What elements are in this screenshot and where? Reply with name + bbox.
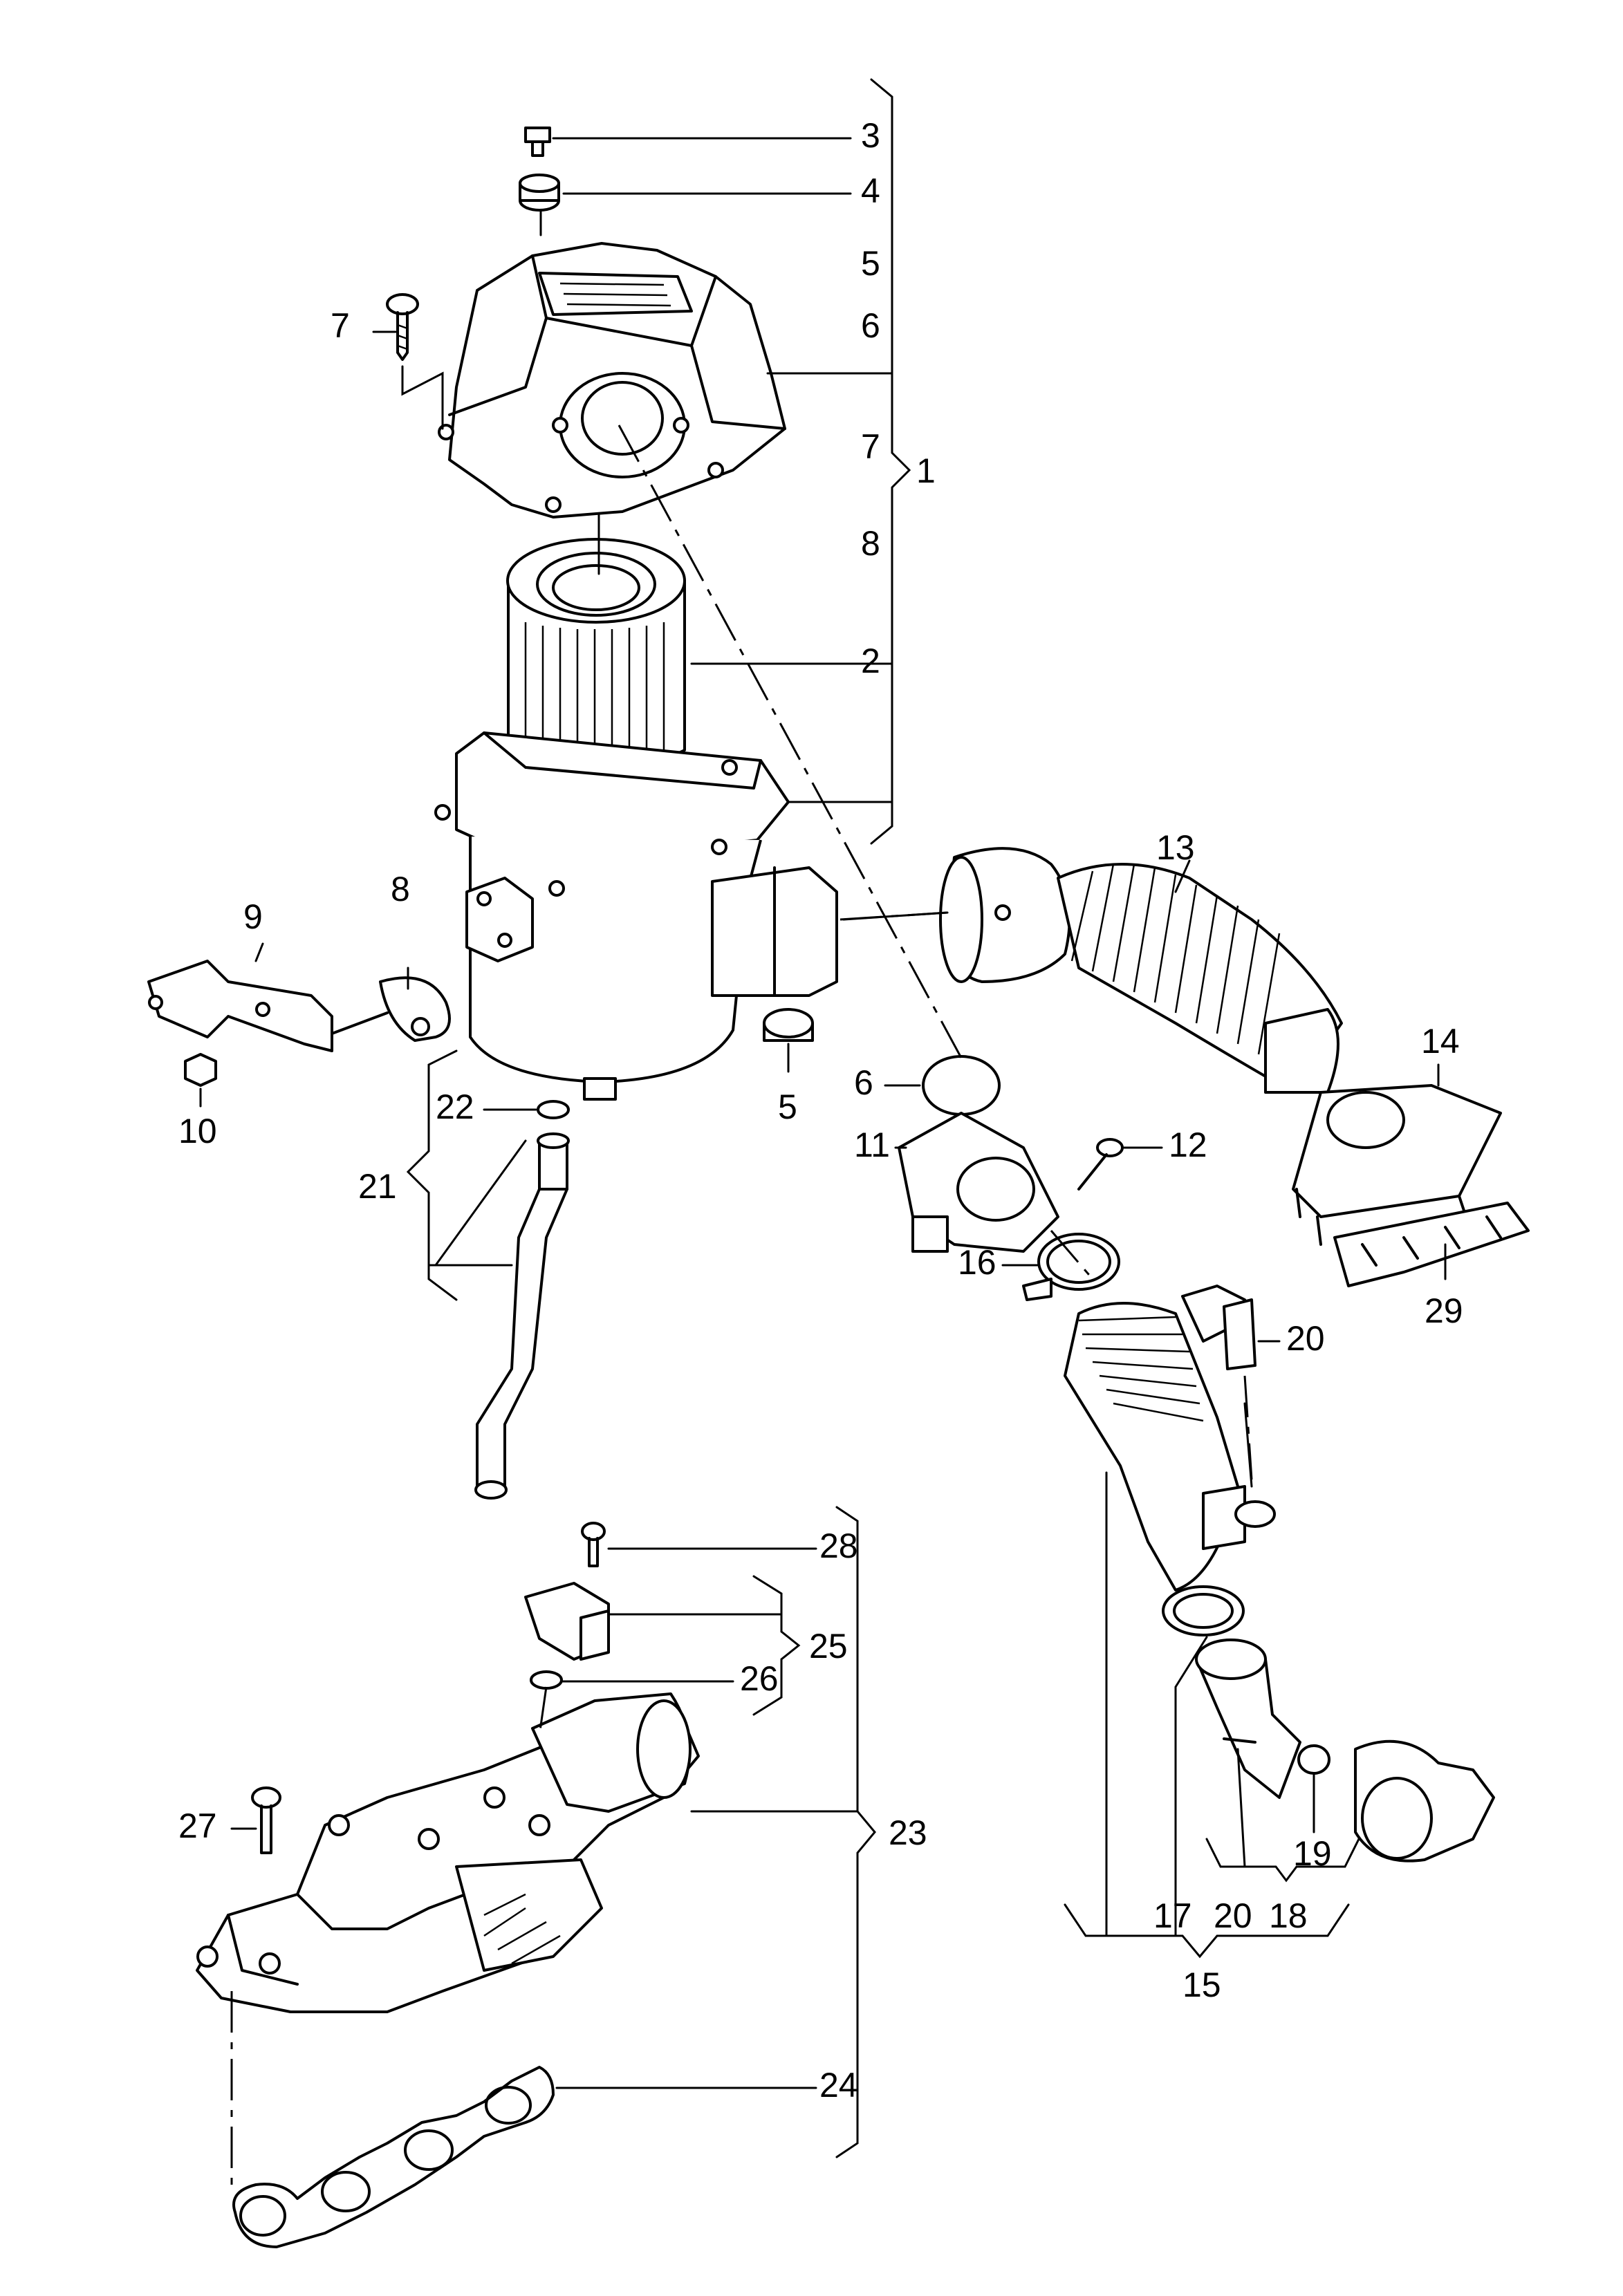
gasket-24	[232, 2066, 555, 2248]
callout-9: 9	[243, 897, 263, 936]
callout-20: 20	[1286, 1319, 1325, 1358]
callout-7: 7	[331, 306, 350, 345]
callout-18: 18	[1269, 1896, 1308, 1935]
throttle-body-11	[898, 1112, 1059, 1253]
callout-23: 23	[889, 1813, 927, 1852]
callout-10: 10	[178, 1112, 217, 1150]
screw-28	[581, 1522, 606, 1567]
callout-12: 12	[1169, 1126, 1207, 1164]
callout-20: 20	[1214, 1896, 1252, 1935]
screw-12	[1077, 1138, 1124, 1191]
callout-6: 6	[854, 1063, 873, 1102]
screw-3	[524, 127, 551, 157]
callout-15: 15	[1183, 1966, 1221, 2004]
callout-14: 14	[1421, 1022, 1460, 1061]
callout-1: 1	[916, 451, 936, 490]
mounting-bracket-14	[1292, 1084, 1502, 1246]
filter-housing-lower	[434, 731, 838, 1101]
callout-8: 8	[861, 524, 880, 563]
o-ring-6	[922, 1055, 1001, 1116]
clamp-16	[1022, 1233, 1120, 1301]
hose-15	[1064, 1302, 1276, 1592]
bracket-29	[1333, 1202, 1530, 1287]
leader-lines	[199, 78, 1447, 2158]
callout-21: 21	[358, 1167, 397, 1206]
nut-10	[184, 1053, 217, 1087]
callout-26: 26	[740, 1659, 779, 1698]
callout-22: 22	[436, 1088, 474, 1126]
callout-6: 6	[861, 306, 880, 345]
intake-manifold-23	[196, 1692, 700, 2013]
callout-13: 13	[1156, 828, 1195, 867]
callout-5: 5	[778, 1088, 797, 1126]
grommet-5	[763, 1008, 814, 1042]
o-ring-26	[530, 1670, 563, 1690]
ring-19	[1297, 1744, 1330, 1775]
screw-7-top	[386, 293, 419, 361]
grommet-4	[519, 174, 560, 212]
callout-3: 3	[861, 116, 880, 155]
ring-22	[537, 1100, 570, 1119]
valve-assembly	[1354, 1739, 1495, 1863]
callout-8: 8	[391, 870, 410, 908]
sensor-25	[524, 1582, 610, 1661]
callout-29: 29	[1425, 1291, 1463, 1330]
callout-24: 24	[819, 2066, 858, 2104]
callout-19: 19	[1293, 1834, 1332, 1873]
mount-8	[331, 976, 451, 1042]
callout-25: 25	[809, 1627, 848, 1665]
callout-16: 16	[958, 1243, 996, 1282]
filter-element	[506, 538, 686, 774]
breather-hose-21	[474, 1132, 570, 1500]
bracket-9	[147, 960, 333, 1052]
intake-hose-13	[939, 847, 1343, 1094]
callout-5: 5	[861, 244, 880, 283]
centerlines	[230, 424, 1253, 2192]
callout-27: 27	[178, 1807, 217, 1845]
callout-labels: 3 4 5 6 7 7 1 8 2 13 9 8 14 6 10 22 5 11…	[178, 116, 1463, 2104]
callout-11: 11	[854, 1126, 890, 1164]
sensor-20-top	[1181, 1285, 1256, 1370]
air-filter-cover	[438, 242, 786, 519]
callout-4: 4	[861, 171, 880, 210]
callout-2: 2	[861, 642, 880, 680]
callout-17: 17	[1153, 1896, 1192, 1935]
screw-27	[251, 1786, 281, 1854]
clamp-17	[1162, 1585, 1245, 1636]
callout-28: 28	[819, 1527, 858, 1565]
connector-18	[1195, 1639, 1301, 1799]
callout-7: 7	[861, 427, 880, 466]
